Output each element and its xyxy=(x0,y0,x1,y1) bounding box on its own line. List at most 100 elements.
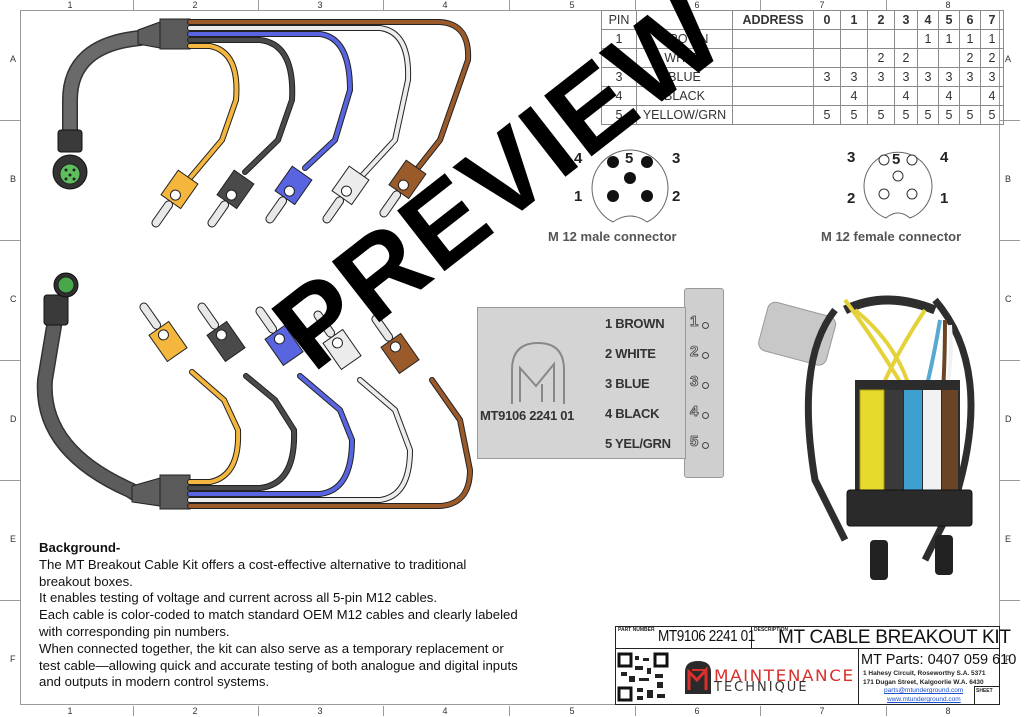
qr-code-icon xyxy=(617,652,669,702)
drawing-frame xyxy=(20,10,1000,705)
col-label: 5 xyxy=(569,0,575,10)
website-link[interactable]: www.mtunderground.com xyxy=(887,696,961,703)
value-cell xyxy=(894,29,918,49)
value-cell: 3 xyxy=(894,67,918,87)
row-label: A xyxy=(10,54,17,64)
tag-row-number: 1 xyxy=(690,313,699,331)
pin-label: 1 xyxy=(574,188,583,205)
breakout-kit-photo xyxy=(758,295,975,580)
value-cell xyxy=(917,86,939,106)
mt-logo-icon xyxy=(685,661,711,694)
tag-hole-icon xyxy=(702,352,709,359)
banana-plugs-top xyxy=(151,159,427,228)
title-block-frame xyxy=(615,626,1000,705)
contact-phone: MT Parts: 0407 059 610 xyxy=(861,652,1017,668)
divider xyxy=(858,648,859,705)
value-cell: 3 xyxy=(813,67,841,87)
sheet-label: SHEET xyxy=(976,688,993,694)
value-cell: 4 xyxy=(894,86,918,106)
value-cell: 5 xyxy=(959,105,981,125)
email-link[interactable]: parts@mtunderground.com xyxy=(884,687,964,694)
value-cell: 3 xyxy=(959,67,981,87)
row-label: D xyxy=(1005,414,1012,424)
tag-hole-icon xyxy=(702,442,709,449)
row-label: C xyxy=(1005,294,1012,304)
background-title: Background- xyxy=(39,540,121,555)
col-label: 2 xyxy=(192,706,198,716)
divider xyxy=(615,648,1000,649)
value-cell: 3 xyxy=(917,67,939,87)
tag-row-number: 5 xyxy=(690,433,699,451)
row-label: C xyxy=(10,294,17,304)
female-connector-face-icon xyxy=(863,151,933,219)
col-label: 7 xyxy=(819,706,825,716)
header-address-4: 4 xyxy=(917,10,939,30)
tag-row-number: 2 xyxy=(690,343,699,361)
male-connector-face-icon xyxy=(591,149,669,223)
pin-label: 4 xyxy=(940,149,949,166)
col-label: 1 xyxy=(67,706,73,716)
header-address-6: 6 xyxy=(959,10,981,30)
value-cell: 5 xyxy=(813,105,841,125)
col-label: 8 xyxy=(945,706,951,716)
mt-logo-emboss-icon xyxy=(511,341,565,404)
value-cell: 1 xyxy=(959,29,981,49)
value-cell xyxy=(813,48,841,68)
tag-row-label: 1 BROWN xyxy=(605,316,665,331)
header-address-1: 1 xyxy=(840,10,868,30)
value-cell: 5 xyxy=(894,105,918,125)
tag-row-number: 4 xyxy=(690,403,699,421)
divider xyxy=(751,626,752,648)
address-cell xyxy=(732,86,814,106)
row-label: F xyxy=(10,654,16,664)
value-cell: 5 xyxy=(917,105,939,125)
row-label: E xyxy=(1005,534,1012,544)
value-cell xyxy=(917,48,939,68)
row-label: E xyxy=(10,534,17,544)
tag-row-label: 2 WHITE xyxy=(605,346,656,361)
table-header-row: PIN ADDRESS 0 1 2 3 4 5 6 7 xyxy=(601,10,1004,30)
pin-label: 5 xyxy=(625,150,634,167)
pin-label: 4 xyxy=(574,150,583,167)
brand-name-line2: TECHNIQUE xyxy=(714,680,809,695)
value-cell: 2 xyxy=(959,48,981,68)
value-cell: 2 xyxy=(867,48,895,68)
header-address-3: 3 xyxy=(894,10,918,30)
value-cell: 4 xyxy=(980,86,1004,106)
value-cell xyxy=(867,86,895,106)
col-label: 7 xyxy=(819,0,825,10)
value-cell xyxy=(959,86,981,106)
row-label: B xyxy=(1005,174,1012,184)
header-pin: PIN xyxy=(601,10,637,30)
value-cell xyxy=(813,29,841,49)
row-label: D xyxy=(10,414,17,424)
value-cell xyxy=(867,29,895,49)
value-cell xyxy=(813,86,841,106)
col-label: 3 xyxy=(317,0,323,10)
value-cell xyxy=(840,48,868,68)
address-line-2: 171 Dugan Street, Kalgoorlie W.A. 6430 xyxy=(863,679,984,686)
address-cell xyxy=(732,105,814,125)
m12-female-plug xyxy=(52,129,88,190)
background-paragraph: It enables testing of voltage and curren… xyxy=(39,590,438,606)
pin-label: 3 xyxy=(847,149,856,166)
m12-male-plug xyxy=(43,272,79,326)
col-label: 4 xyxy=(442,706,448,716)
female-connector-label: M 12 female connector xyxy=(821,229,962,244)
background-paragraph: Each cable is color-coded to match stand… xyxy=(39,607,518,639)
col-label: 2 xyxy=(192,0,198,10)
tag-hole-icon xyxy=(702,382,709,389)
banana-plugs-bottom xyxy=(139,302,420,375)
col-label: 6 xyxy=(694,0,700,10)
tag-row-label: 4 BLACK xyxy=(605,406,660,421)
value-cell: 1 xyxy=(938,29,960,49)
row-label: F xyxy=(1005,654,1011,664)
address-cell xyxy=(732,29,814,49)
value-cell: 5 xyxy=(980,105,1004,125)
value-cell: 3 xyxy=(840,67,868,87)
value-cell: 5 xyxy=(938,105,960,125)
col-label: 6 xyxy=(694,706,700,716)
pin-label: 5 xyxy=(892,151,901,168)
